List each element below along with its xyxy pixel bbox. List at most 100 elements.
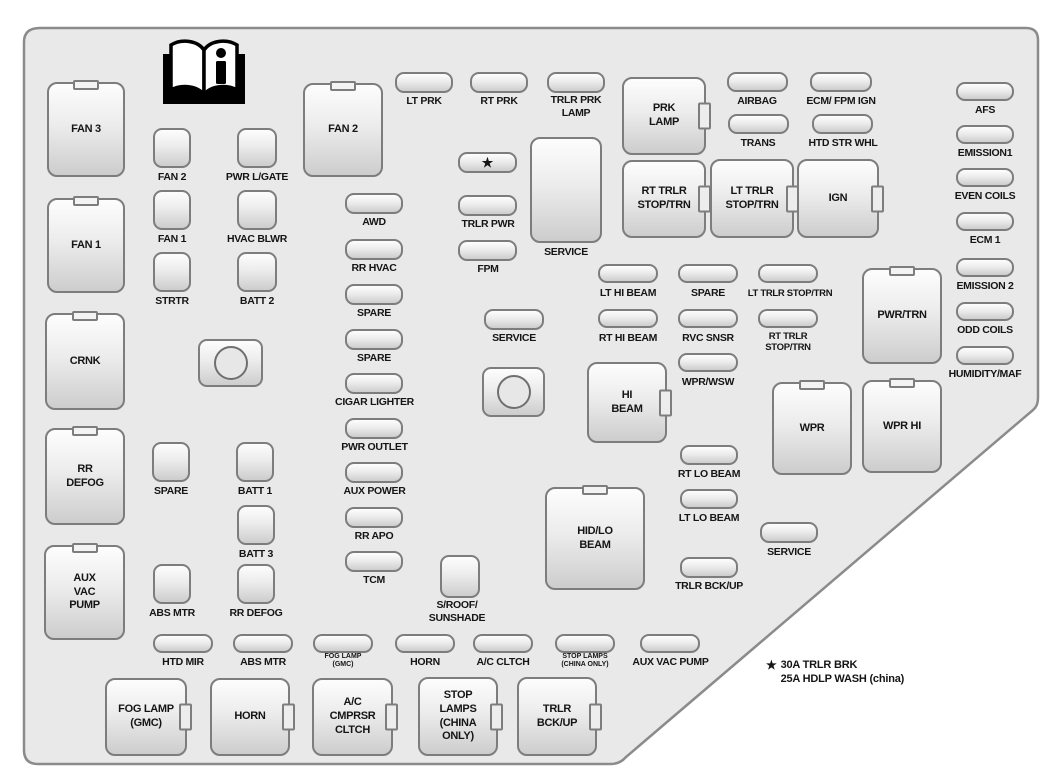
relay-rt-trlr-stop-trn: RT TRLR STOP/TRN [622, 160, 706, 238]
footnote-line2: 25A HDLP WASH (china) [780, 673, 905, 686]
fuse-afs [956, 82, 1014, 101]
fuse-ac-cltch-label: A/C CLTCH [476, 656, 530, 668]
fuse-hvac-blwr-label: HVAC BLWR [226, 233, 288, 245]
fuse-rr-defog-main: RR DEFOG [45, 428, 125, 525]
fuse-cigar-lighter-label: CIGAR LIGHTER [335, 396, 414, 408]
fuse-awd [345, 193, 403, 214]
fuse-wpr-wsw-label: WPR/WSW [681, 376, 735, 388]
relay-lt-trlr-stop-trn: LT TRLR STOP/TRN [710, 159, 794, 238]
fuse-fog-lamp-gmc-small [313, 634, 373, 653]
fuse-fan2-small [153, 128, 191, 168]
footnote-lines: 30A TRLR BRK 25A HDLP WASH (china) [781, 658, 905, 687]
fuse-airbag [727, 72, 788, 92]
relay-fog-lamp-gmc: FOG LAMP (GMC) [105, 678, 187, 756]
fuse-emission2-label: EMISSION 2 [956, 280, 1014, 292]
fuse-emission1 [956, 125, 1014, 144]
fuse-pwr-lgate [237, 128, 277, 168]
relay-hid-lo-beam: HID/LO BEAM [545, 487, 645, 590]
fuse-stop-lamps-small-label: STOP LAMPS (CHINA ONLY) [561, 653, 609, 669]
fuse-crnk: CRNK [45, 313, 125, 410]
fuse-rr-defog-square-label: RR DEFOG [229, 607, 283, 619]
fuse-trlr-bck-up-label: TRLR BCK/UP [675, 580, 743, 592]
fuse-service-right [760, 522, 818, 543]
fuse-rr-hvac [345, 239, 403, 260]
fuse-abs-mtr-2-label: ABS MTR [240, 656, 286, 668]
fuse-batt3-label: BATT 3 [238, 548, 274, 560]
relay-service-tall-label: SERVICE [544, 246, 588, 258]
info-book-icon [163, 39, 245, 104]
fuse-tcm [345, 551, 403, 572]
fuse-lt-hi-beam [598, 264, 658, 283]
relay-hi-beam: HI BEAM [587, 362, 667, 443]
fuse-htd-mir-label: HTD MIR [162, 656, 204, 668]
fuse-batt1 [236, 442, 274, 482]
fuse-pwr-outlet-label: PWR OUTLET [341, 441, 408, 453]
relay-ign: IGN [797, 159, 879, 238]
fuse-rt-hi-beam [598, 309, 658, 328]
fuse-trlr-bck-up [680, 557, 738, 578]
fuse-odd-coils-label: ODD COILS [957, 324, 1013, 336]
fuse-lt-prk [395, 72, 453, 93]
fuse-trlr-prk-lamp-label: TRLR PRK LAMP [550, 94, 602, 119]
fuse-htd-mir [153, 634, 213, 653]
fuse-rt-trlr-stop-trn-small-label: RT TRLR STOP/TRN [765, 331, 811, 354]
fuse-service-right-label: SERVICE [767, 546, 811, 558]
fuse-spare-3-label: SPARE [691, 287, 725, 299]
footnote: ★ 30A TRLR BRK 25A HDLP WASH (china) [766, 658, 904, 687]
fuse-rt-lo-beam-label: RT LO BEAM [677, 468, 741, 480]
fuse-abs-mtr-square-label: ABS MTR [149, 607, 195, 619]
relay-horn: HORN [210, 678, 290, 756]
fuse-trans [728, 114, 789, 134]
relay-wpr-hi: WPR HI [862, 380, 942, 473]
fuse-fan2-small-label: FAN 2 [157, 171, 187, 183]
fuse-fan2-main: FAN 2 [303, 83, 383, 177]
fuse-htd-str-whl-label: HTD STR WHL [808, 137, 878, 149]
fuse-rt-hi-beam-label: RT HI BEAM [598, 332, 658, 344]
fuse-rt-lo-beam [680, 445, 738, 465]
fuse-fpm [458, 240, 517, 261]
fuse-rvc-snsr [678, 309, 738, 328]
fuse-aux-vac-pump-main: AUX VAC PUMP [44, 545, 125, 640]
fuse-spare-1 [345, 284, 403, 305]
fuse-aux-power-label: AUX POWER [343, 485, 406, 497]
fuse-trlr-pwr [458, 195, 517, 216]
fuse-service-mid [484, 309, 544, 330]
relay-trlr-bck-up: TRLR BCK/UP [517, 677, 597, 756]
relay-pwr-trn: PWR/TRN [862, 268, 942, 364]
fuse-lt-lo-beam-label: LT LO BEAM [678, 512, 740, 524]
fuse-rt-prk [470, 72, 528, 93]
fuse-star-trlr-brk: ★ [458, 152, 517, 173]
fuse-abs-mtr-square [153, 564, 191, 604]
fuse-odd-coils [956, 302, 1014, 321]
fuse-abs-mtr-2 [233, 634, 293, 653]
fuse-rt-trlr-stop-trn-small [758, 309, 818, 328]
fuse-fan3: FAN 3 [47, 82, 125, 177]
fuse-aux-vac-pump-small-label: AUX VAC PUMP [632, 656, 709, 668]
fuse-fog-lamp-gmc-small-label: FOG LAMP (GMC) [324, 653, 362, 669]
fuse-pwr-outlet [345, 418, 403, 439]
fuse-lt-lo-beam [680, 489, 738, 509]
footnote-line1: 30A TRLR BRK [780, 659, 858, 671]
fuse-fan1: FAN 1 [47, 198, 125, 293]
star-icon: ★ [766, 658, 777, 672]
fuse-rr-apo [345, 507, 403, 528]
fuse-aux-vac-pump-small [640, 634, 700, 653]
fuse-spare-3 [678, 264, 738, 283]
fuse-fpm-label: FPM [477, 263, 499, 275]
relay-ac-cmprsr-cltch: A/C CMPRSR CLTCH [312, 678, 393, 756]
fuse-wpr-wsw [678, 353, 738, 372]
fuse-humidity-maf [956, 346, 1014, 365]
fuse-batt2 [237, 252, 277, 292]
relay-service-tall [530, 137, 602, 243]
fuse-service-mid-label: SERVICE [492, 332, 536, 344]
fuse-stop-lamps-small [555, 634, 615, 653]
fuse-horn [395, 634, 455, 653]
relay-stop-lamps-china: STOP LAMPS (CHINA ONLY) [418, 677, 498, 756]
fuse-sroof-sunshade-label: S/ROOF/ SUNSHADE [428, 599, 486, 624]
fuse-strtr-label: STRTR [155, 295, 189, 307]
bolt-circle-icon [496, 375, 531, 409]
fuse-spare-2 [345, 329, 403, 350]
fuse-humidity-maf-label: HUMIDITY/MAF [948, 368, 1022, 380]
relay-wpr: WPR [772, 382, 852, 475]
fuse-fan1-small [153, 190, 191, 230]
